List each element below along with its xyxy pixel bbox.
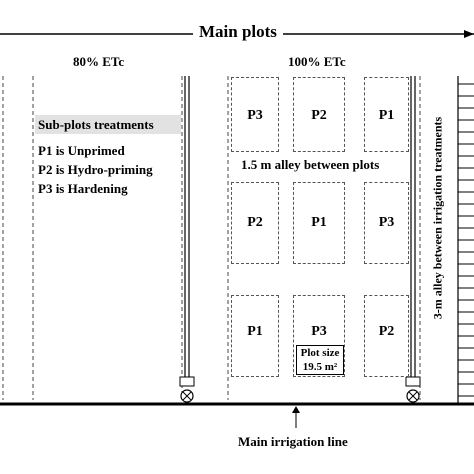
subplots-heading: Sub-plots treatments (35, 115, 181, 134)
page-title: Main plots (193, 22, 283, 42)
plot-r1-c1: P3 (231, 77, 279, 152)
valve-icon-100 (406, 389, 420, 403)
alley-between-treatments-label: 3-m alley between irrigation treatments (430, 114, 446, 322)
valve-box-100 (405, 376, 421, 387)
legend-item-p3: P3 is Hardening (38, 181, 128, 196)
plot-r3-c1: P1 (231, 295, 279, 377)
plot-r2-c1: P2 (231, 182, 279, 264)
main-line-pointer-head (292, 406, 300, 413)
plot-r2-c2: P1 (293, 182, 345, 264)
plot-r3-c3: P2 (364, 295, 409, 377)
plot-r2-c3: P3 (364, 182, 409, 264)
treatment-label-100: 100% ETc (288, 54, 346, 69)
plot-r1-c3: P1 (364, 77, 409, 152)
plot-r1-c2: P2 (293, 77, 345, 152)
plot-size-label: Plot size (300, 347, 340, 359)
main-plots-arrow-right (464, 30, 474, 38)
valve-box-80 (179, 376, 195, 387)
legend-item-p1: P1 is Unprimed (38, 143, 125, 158)
main-irrigation-line-label: Main irrigation line (238, 434, 348, 449)
plot-size-value: 19.5 m² (302, 361, 338, 373)
emitter-ticks (458, 83, 474, 397)
valve-icon-80 (180, 389, 194, 403)
alley-between-plots-label: 1.5 m alley between plots (238, 157, 383, 173)
legend-item-p2: P2 is Hydro-priming (38, 162, 153, 177)
plot-size-box: Plot size 19.5 m² (296, 345, 344, 375)
treatment-label-80: 80% ETc (73, 54, 125, 69)
